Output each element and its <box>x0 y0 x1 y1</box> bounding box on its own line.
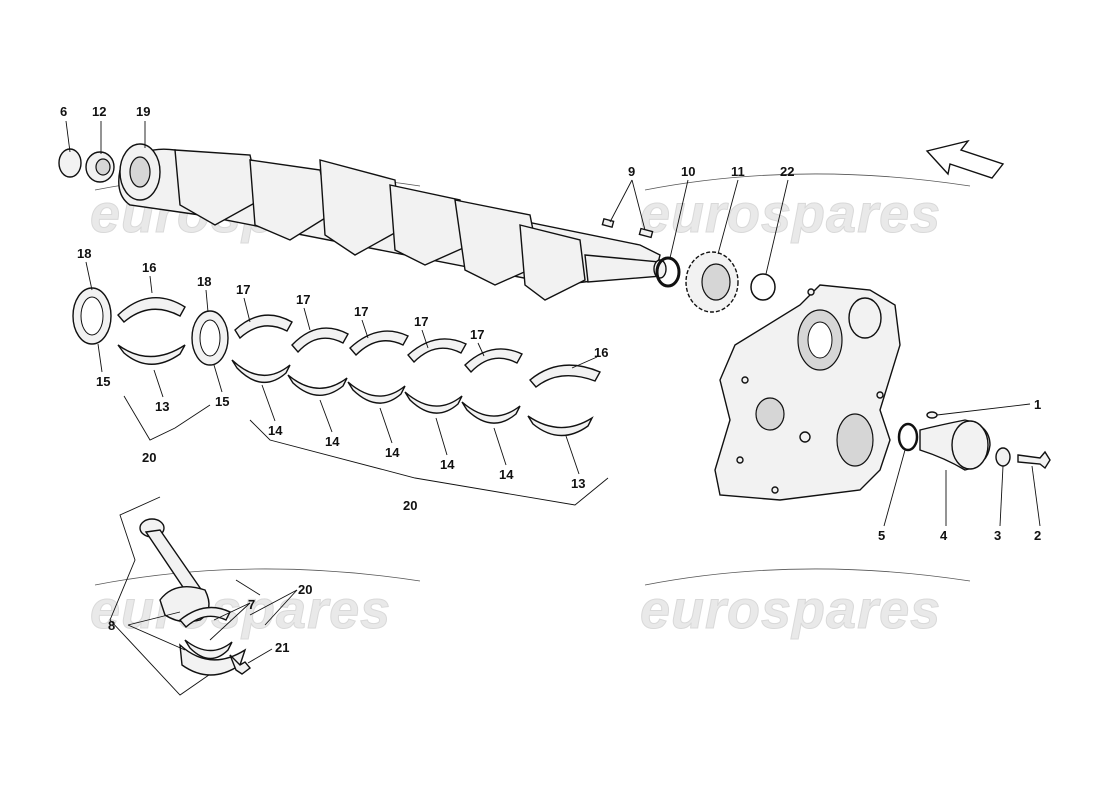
callout-17-5: 17 <box>470 327 484 342</box>
callout-7: 7 <box>248 597 255 612</box>
callout-17-4: 17 <box>414 314 428 329</box>
pulley-hub-4 <box>919 419 991 471</box>
key-9a <box>601 217 615 229</box>
callout-17-2: 17 <box>296 292 310 307</box>
watermark-bottom-left: eurospares <box>90 580 391 640</box>
callout-6: 6 <box>60 104 67 119</box>
callout-15-mid: 15 <box>215 394 229 409</box>
bearing-shells-lower <box>117 344 594 437</box>
washer-3 <box>995 447 1011 467</box>
callout-2: 2 <box>1034 528 1041 543</box>
seal-ring-10 <box>655 256 681 288</box>
callout-14-5: 14 <box>499 467 514 482</box>
callout-12: 12 <box>92 104 106 119</box>
thrust-washer-18b <box>191 310 229 366</box>
bracket-8 <box>109 496 246 696</box>
callout-4: 4 <box>940 528 948 543</box>
callout-19: 19 <box>136 104 150 119</box>
callout-17-3: 17 <box>354 304 368 319</box>
callout-14-2: 14 <box>325 434 340 449</box>
bearing-shells-upper <box>117 297 601 388</box>
callout-16-right: 16 <box>594 345 608 360</box>
crankshaft <box>118 143 667 301</box>
callout-18-mid: 18 <box>197 274 211 289</box>
snap-ring-22 <box>750 273 776 301</box>
callout-10: 10 <box>681 164 695 179</box>
callout-21: 21 <box>275 640 289 655</box>
watermark-bottom-right: eurospares <box>640 580 941 640</box>
callout-16-left: 16 <box>142 260 156 275</box>
callout-labels: 6 12 19 9 10 11 22 18 16 18 17 17 17 17 … <box>60 104 1041 655</box>
callout-13-right: 13 <box>571 476 585 491</box>
callout-20-bottom: 20 <box>298 582 312 597</box>
key-9b <box>638 227 654 239</box>
bracket-20b <box>249 419 609 506</box>
seal-5 <box>897 422 919 452</box>
timing-gear-11 <box>685 251 739 313</box>
callout-14-4: 14 <box>440 457 455 472</box>
callout-20-mid: 20 <box>403 498 417 513</box>
callout-20-left: 20 <box>142 450 156 465</box>
callout-11: 11 <box>731 164 745 179</box>
callout-13-left: 13 <box>155 399 169 414</box>
callout-22: 22 <box>780 164 794 179</box>
callout-14-1: 14 <box>268 423 283 438</box>
callout-5: 5 <box>878 528 885 543</box>
watermark-top-right: eurospares <box>640 184 941 244</box>
callout-8: 8 <box>108 618 115 633</box>
callout-18-left: 18 <box>77 246 91 261</box>
pin-1 <box>926 411 938 419</box>
thrust-washer-18a <box>72 287 112 345</box>
callout-14-3: 14 <box>385 445 400 460</box>
snap-ring-6 <box>58 148 82 178</box>
rod-bearing-7 <box>178 606 233 660</box>
bearing-12 <box>85 151 115 183</box>
callout-3: 3 <box>994 528 1001 543</box>
callout-17-1: 17 <box>236 282 250 297</box>
timing-cover <box>714 284 901 501</box>
callout-1: 1 <box>1034 397 1041 412</box>
bracket-20a <box>123 395 211 441</box>
callout-9: 9 <box>628 164 635 179</box>
rod-bolt-21 <box>229 654 252 675</box>
callout-15-left: 15 <box>96 374 110 389</box>
direction-arrow-icon <box>925 139 1005 179</box>
bolt-2 <box>1017 450 1051 470</box>
leader-lines <box>65 120 1041 664</box>
